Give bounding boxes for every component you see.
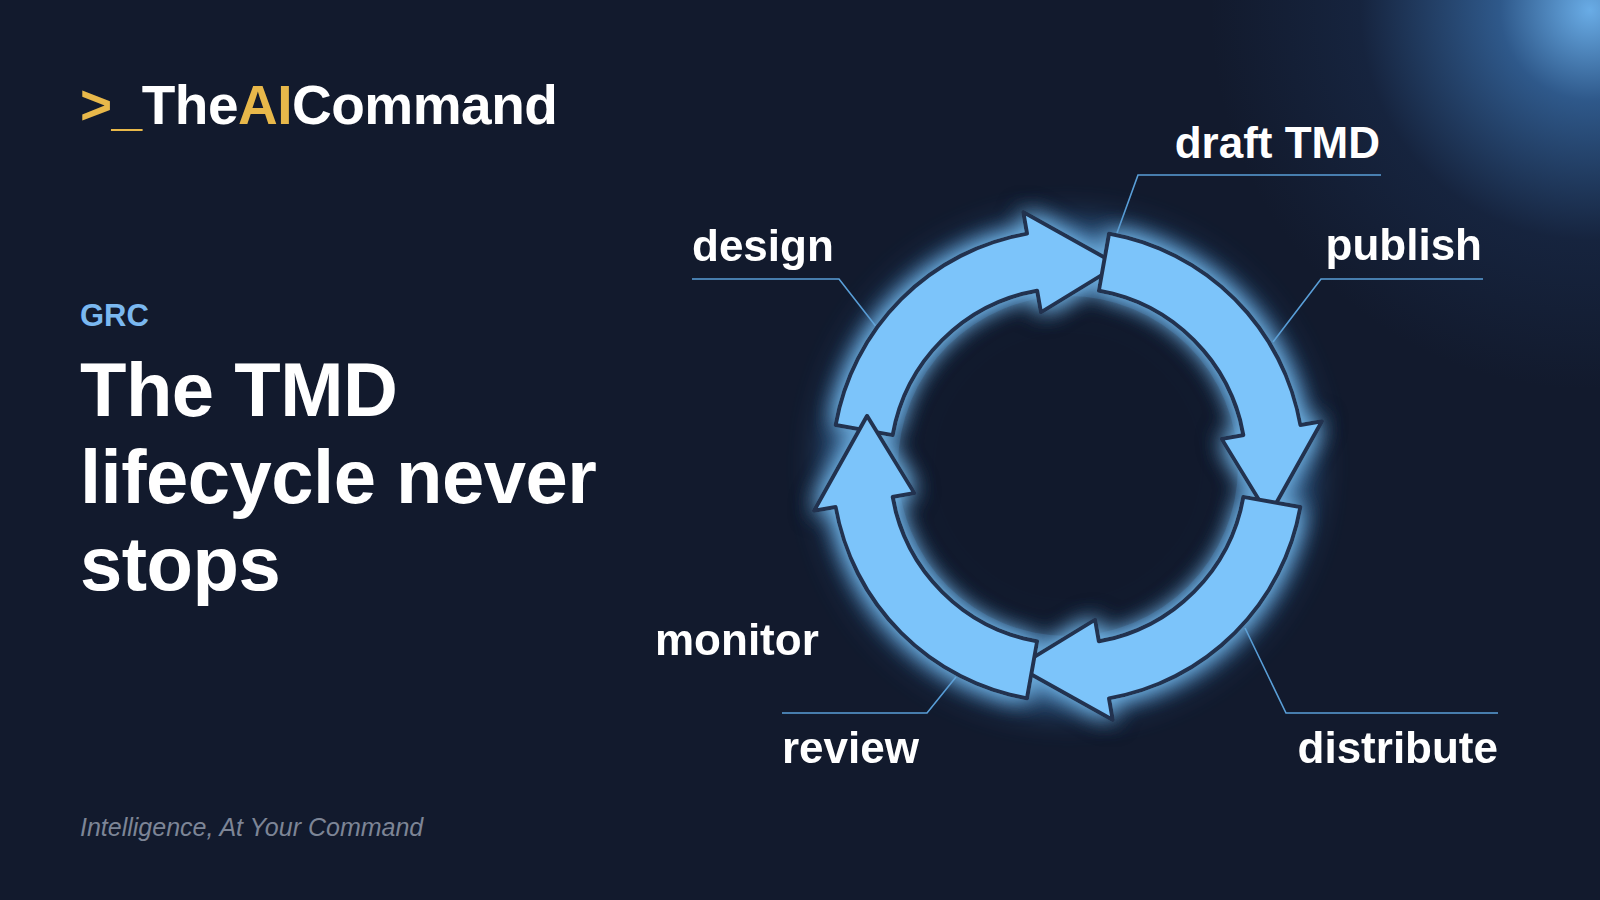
logo-word: Command bbox=[292, 78, 557, 133]
stage-label: distribute bbox=[1298, 726, 1498, 770]
logo-prompt: >_ bbox=[80, 78, 142, 133]
logo-word: The bbox=[142, 78, 238, 133]
brand-logo: >_TheAICommand bbox=[80, 78, 557, 133]
slide-title: The TMD lifecycle never stops bbox=[80, 346, 640, 607]
cycle-arrows bbox=[814, 212, 1322, 720]
stage-label: design bbox=[692, 224, 834, 268]
stage-label: monitor bbox=[655, 618, 819, 662]
stage-label: draft TMD bbox=[1175, 121, 1380, 165]
logo-accent: AI bbox=[238, 78, 292, 133]
stage-label: publish bbox=[1326, 223, 1482, 267]
ring-center bbox=[898, 296, 1238, 636]
stage-label: review bbox=[782, 726, 919, 770]
tagline-caption: Intelligence, At Your Command bbox=[80, 815, 423, 840]
category-tag: GRC bbox=[80, 300, 149, 331]
